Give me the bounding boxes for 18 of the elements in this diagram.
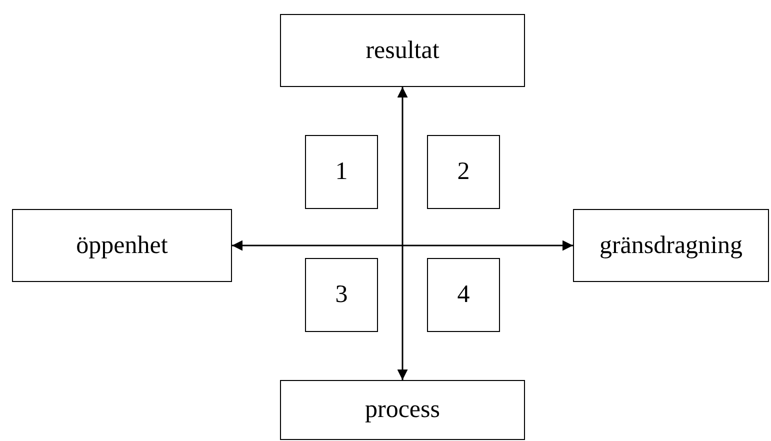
double-arrow: [232, 240, 573, 251]
quadrant-box: [305, 258, 378, 332]
box-label: resultat: [366, 36, 440, 64]
box-label: 2: [457, 158, 470, 186]
box-label: 1: [335, 158, 348, 186]
box-label: 4: [457, 281, 470, 309]
category-box: [573, 209, 769, 282]
quadrant-box: [305, 135, 378, 209]
category-box: [280, 14, 525, 87]
category-box: [280, 380, 525, 440]
box-label: öppenhet: [76, 232, 168, 260]
quadrant-box: [427, 258, 500, 332]
box-label: gränsdragning: [599, 232, 743, 260]
box-label: 3: [335, 281, 348, 309]
quadrant-box: [427, 135, 500, 209]
category-box: [12, 209, 232, 282]
box-label: process: [365, 396, 440, 424]
double-arrow: [397, 87, 408, 380]
